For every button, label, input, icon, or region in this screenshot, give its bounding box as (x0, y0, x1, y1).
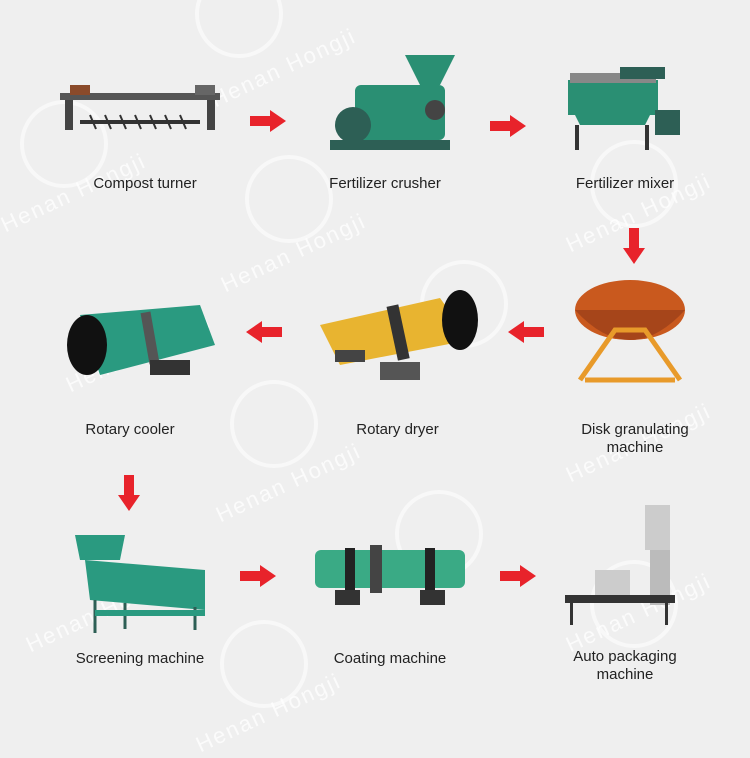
rotary-dryer-label: Rotary dryer (356, 421, 439, 438)
fertilizer-crusher-label: Fertilizer crusher (329, 175, 441, 192)
auto-packaging-machine-image (565, 505, 675, 625)
arrow-down-icon (118, 475, 140, 511)
coating-machine-image (315, 545, 465, 605)
arrow-left-icon (246, 321, 282, 343)
arrow-right-icon (490, 115, 526, 137)
fertilizer-crusher-image (330, 55, 455, 150)
disk-granulating-machine-image (575, 280, 685, 383)
compost-turner-image (60, 85, 220, 130)
auto-packaging-machine-label: Auto packaging machine (573, 648, 677, 683)
watermark-logo (230, 380, 318, 468)
watermark-logo (590, 560, 678, 648)
arrow-down-icon (623, 228, 645, 264)
rotary-cooler-image (67, 305, 215, 375)
arrow-right-icon (250, 110, 286, 132)
watermark-logo (590, 140, 678, 228)
fertilizer-mixer-image (568, 67, 680, 150)
screening-machine-label: Screening machine (75, 650, 205, 667)
arrow-left-icon (508, 321, 544, 343)
fertilizer-mixer-label: Fertilizer mixer (575, 175, 675, 192)
disk-granulating-machine-label: Disk granulating machine (581, 421, 689, 456)
watermark-logo (20, 100, 108, 188)
rotary-dryer-image (320, 290, 478, 380)
watermark-logo (220, 620, 308, 708)
arrow-right-icon (500, 565, 536, 587)
watermark-logo (245, 155, 333, 243)
rotary-cooler-label: Rotary cooler (85, 421, 175, 438)
coating-machine-label: Coating machine (333, 650, 447, 667)
compost-turner-label: Compost turner (93, 175, 197, 192)
arrow-right-icon (240, 565, 276, 587)
watermark-logo (195, 0, 283, 58)
screening-machine-image (75, 535, 205, 633)
